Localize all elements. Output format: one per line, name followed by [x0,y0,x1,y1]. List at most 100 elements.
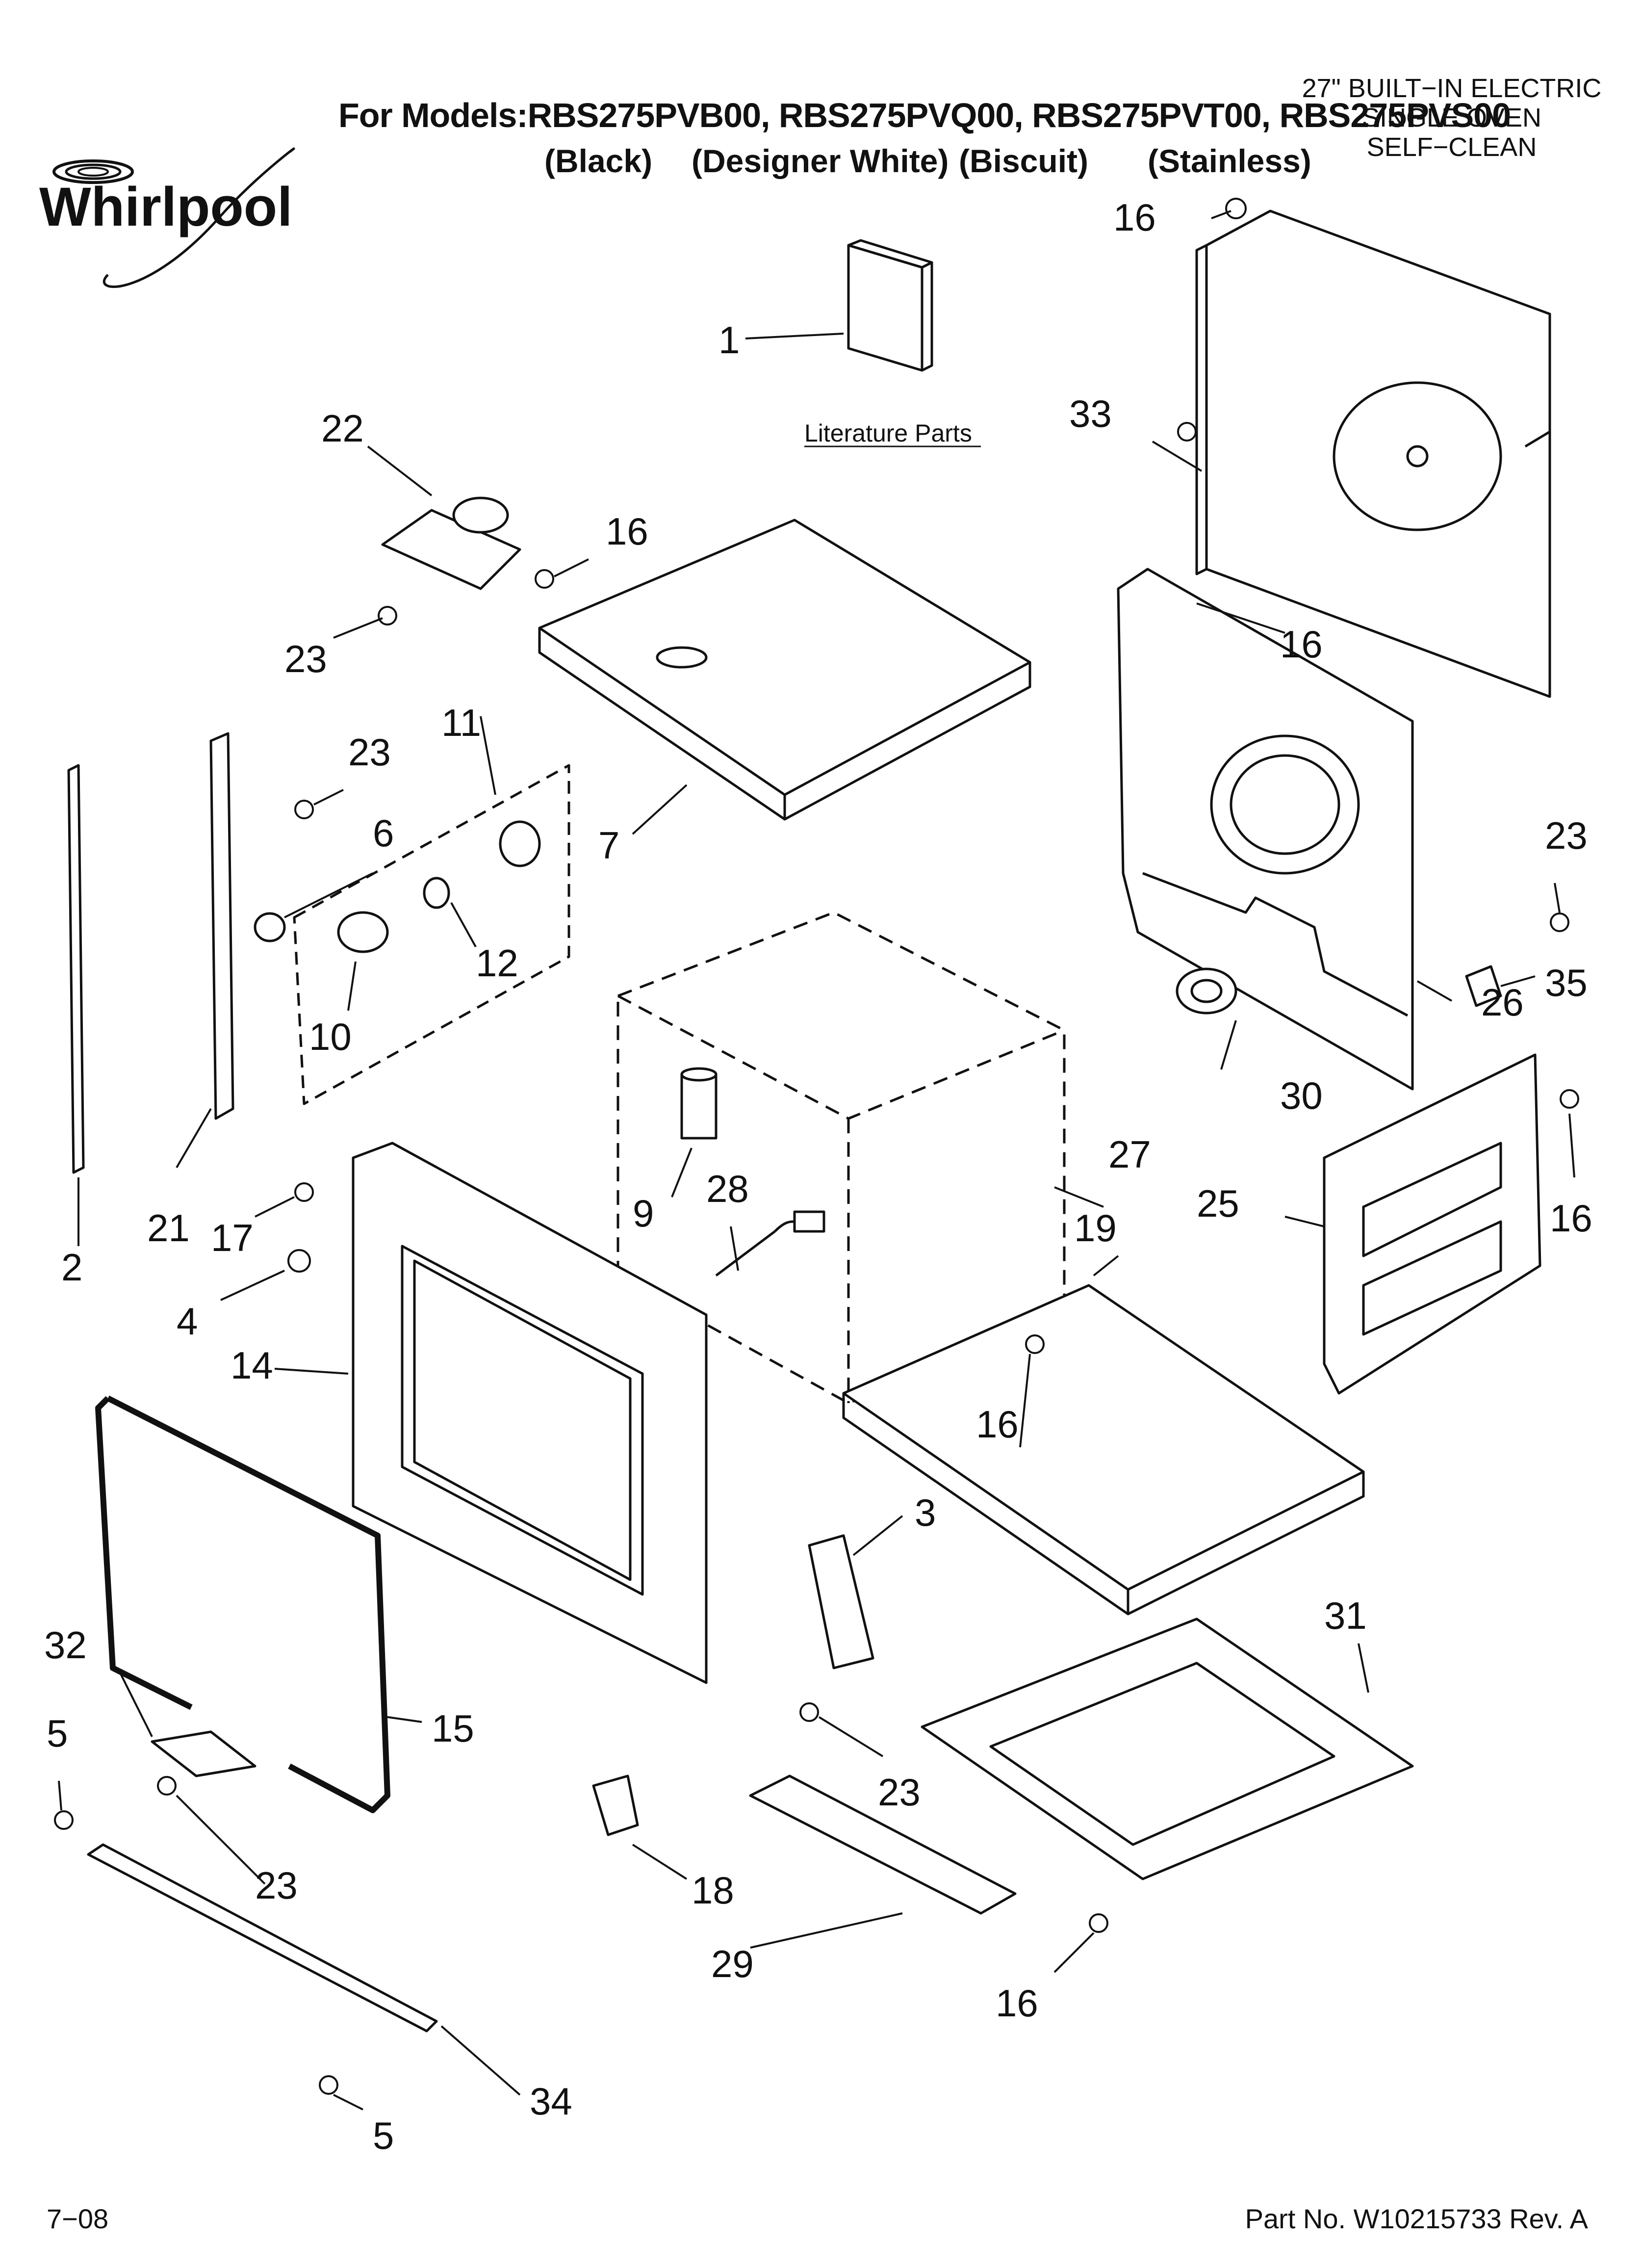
callout-16b: 16 [606,510,648,553]
plate-32 [151,1730,257,1777]
callout-12: 12 [476,941,518,985]
footer-part-number: Part No. W10215733 Rev. A [1245,2203,1588,2234]
callout-7: 7 [598,824,619,867]
indicator-12 [423,877,450,909]
callout-32: 32 [44,1623,87,1667]
control-group-box [293,764,570,1105]
logo-wordmark: Whirlpool [39,176,292,237]
callout-6: 6 [373,811,394,855]
callout-19: 19 [1074,1206,1117,1250]
screw [1089,1913,1108,1933]
product-line-2: SINGLE OVEN [1361,103,1542,132]
callout-22: 22 [321,407,364,450]
callout-4: 4 [177,1300,198,1343]
callout-33: 33 [1069,392,1112,435]
callout-11: 11 [441,701,481,744]
callout-23b: 23 [348,730,391,774]
callout-29: 29 [711,1942,754,1985]
callout-26: 26 [1481,981,1524,1024]
product-line-1: 27" BUILT−IN ELECTRIC [1302,74,1602,103]
literature-parts-label: Literature Parts [804,419,972,447]
screw [319,2075,338,2095]
screw [294,800,314,819]
clip-18 [592,1774,639,1836]
callout-16d: 16 [1550,1197,1592,1240]
spacer-4 [287,1249,311,1273]
callout-27: 27 [1108,1133,1151,1176]
callout-21: 21 [147,1206,190,1250]
side-trim [209,732,234,1120]
callout-14: 14 [231,1344,273,1387]
screw [1225,198,1247,219]
bottom-trim-34 [87,1843,438,2033]
callout-34: 34 [530,2080,572,2123]
oven-sensor-28 [715,1210,825,1277]
bottom-tray [921,1617,1414,1880]
rear-frame [1117,568,1414,1091]
element-9 [680,1067,718,1140]
callout-16c: 16 [1280,623,1323,666]
switch-11 [499,820,541,867]
screw [799,1702,819,1722]
callout-28: 28 [706,1167,749,1210]
screws [54,198,1579,2095]
screw [378,606,397,626]
product-description: 27" BUILT−IN ELECTRIC SINGLE OVEN SELF−C… [1285,74,1618,162]
models-line: For Models:RBS275PVB00, RBS275PVQ00, RBS… [338,96,1511,134]
callout-25: 25 [1197,1182,1239,1225]
product-line-3: SELF−CLEAN [1366,132,1537,162]
leader-lines [58,210,1575,2111]
callout-16f: 16 [996,1981,1038,2025]
screw [1025,1334,1045,1354]
callout-30: 30 [1280,1074,1323,1117]
footer-date: 7−08 [47,2203,109,2234]
screw [54,1810,74,1830]
small-bracket [1465,965,1502,1007]
screw [294,1182,314,1202]
whirlpool-logo: Whirlpool [39,147,295,288]
rear-panel [1195,209,1551,698]
callout-5a: 5 [47,1712,68,1755]
vertical-trim-strip [67,764,85,1174]
callout-23d: 23 [878,1771,921,1814]
screw [157,1776,177,1796]
screw [535,569,554,589]
finish-designer-white: (Designer White) [692,143,949,179]
callout-numbers: 1 2 3 4 5 5 6 7 9 10 11 12 14 15 16 16 1… [44,196,1592,2157]
callout-16a: 16 [1113,196,1156,239]
screw [1560,1089,1579,1109]
callout-23c: 23 [1545,814,1588,857]
bracket-3 [808,1534,874,1669]
callout-15: 15 [432,1707,474,1750]
grommet-6 [254,912,286,942]
callout-9: 9 [633,1192,654,1235]
finish-biscuit: (Biscuit) [959,143,1088,179]
literature-booklet [847,239,933,372]
callout-2: 2 [61,1246,82,1289]
screw [1550,912,1569,932]
callout-17: 17 [211,1216,254,1259]
callout-23a: 23 [284,637,327,680]
callout-16e: 16 [976,1403,1019,1446]
thermostat-disc [1176,967,1237,1015]
front-frame [352,1142,708,1684]
finish-stainless: (Stainless) [1148,143,1311,179]
callout-23e: 23 [255,1864,298,1907]
bottom-panel [842,1284,1365,1616]
top-panel [538,519,1031,821]
callout-18: 18 [692,1869,734,1912]
switch-assembly [381,496,521,590]
side-panel [1323,1053,1541,1395]
screw [1177,422,1197,442]
callout-31: 31 [1324,1594,1367,1637]
callout-3: 3 [915,1491,936,1534]
callout-10: 10 [309,1015,352,1058]
trim-rail-29 [749,1774,1017,1915]
callout-5b: 5 [373,2114,394,2157]
callout-35: 35 [1545,961,1588,1004]
knob-10 [337,911,389,953]
door-gasket [95,1395,390,1813]
finish-black: (Black) [544,143,653,179]
